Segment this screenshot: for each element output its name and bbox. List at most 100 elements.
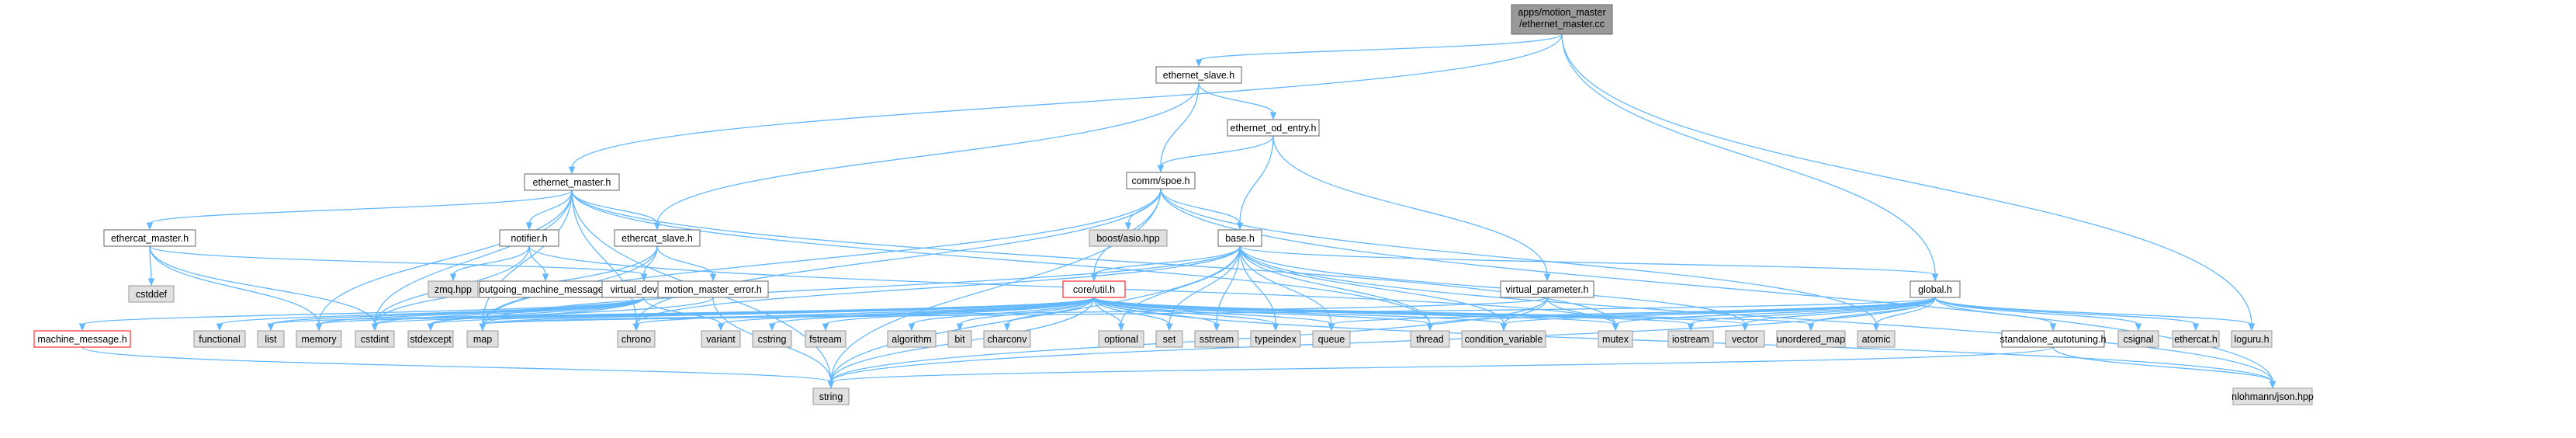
edge-arrowhead <box>542 273 549 282</box>
edge-arrowhead <box>427 323 435 332</box>
node-box <box>617 330 656 348</box>
node-label: core/util.h <box>1073 284 1115 295</box>
node-box <box>701 330 741 348</box>
node-box <box>1312 330 1351 348</box>
node-label: functional <box>199 334 241 345</box>
node-ethernet-master-h[interactable]: ethernet_master.h <box>524 173 620 191</box>
edge-arrowhead <box>267 323 275 332</box>
edge-core_util_h-to-set <box>1093 297 1170 325</box>
node-csignal: csignal <box>2117 330 2159 348</box>
edge-ethernet_slave_h-to-ethernet_od_entry_h <box>1198 82 1274 114</box>
node-label: cstddef <box>136 289 168 300</box>
edge-arrowhead <box>717 323 725 332</box>
node-label: virtual_parameter.h <box>1505 284 1588 295</box>
node-box <box>1227 119 1320 137</box>
node-box <box>1126 172 1196 189</box>
node-box <box>2172 330 2220 348</box>
edge-global_h-to-map <box>482 297 1936 325</box>
node-label: ethercat_master.h <box>111 233 189 244</box>
node-variant: variant <box>701 330 741 348</box>
node-label: sstream <box>1200 334 1234 345</box>
node-label: stdexcept <box>410 334 452 345</box>
node-box <box>296 330 342 348</box>
node-base-h[interactable]: base.h <box>1217 229 1262 247</box>
node-functional: functional <box>193 330 246 348</box>
edge-core_util_h-to-condition_variable <box>1093 297 1504 325</box>
node-outgoing-machine-message-h[interactable]: outgoing_machine_message.h <box>479 280 612 298</box>
edge-arrowhead <box>2135 323 2142 332</box>
edge-arrowhead <box>768 323 776 332</box>
edge-core_util_h-to-thread <box>1093 297 1431 325</box>
edge-core_util_h-to-stdexcept <box>430 297 1095 325</box>
node-optional: optional <box>1098 330 1144 348</box>
node-ethernet-od-entry-h[interactable]: ethernet_od_entry.h <box>1227 119 1320 137</box>
edge-ethernet_master_h-to-mutex <box>571 189 1616 325</box>
node-label: map <box>473 334 492 345</box>
edge-arrowhead <box>1687 323 1695 332</box>
node-label: variant <box>706 334 736 345</box>
node-label: cstdint <box>361 334 390 345</box>
node-label: global.h <box>1918 284 1952 295</box>
node-box <box>1217 229 1262 247</box>
edge-global_h-to-csignal <box>1934 297 2139 325</box>
node-box <box>812 388 850 405</box>
edge-arrowhead <box>640 273 648 282</box>
node-motion-master-error-h[interactable]: motion_master_error.h <box>657 280 769 298</box>
edge-base_h-to-string <box>830 245 1241 383</box>
node-box <box>499 229 559 247</box>
node-global-h[interactable]: global.h <box>1909 280 1961 298</box>
node-box <box>1909 280 1961 298</box>
node-box <box>657 280 769 298</box>
node-label: list <box>265 334 277 345</box>
edge-comm_spoe_h-to-string <box>830 188 1162 383</box>
node-label: ethercat.h <box>2174 334 2218 345</box>
edge-global_h-to-standalone_autotuning_h <box>1934 297 2054 325</box>
node-label: cstring <box>758 334 787 345</box>
node-label: base.h <box>1225 233 1255 244</box>
edge-virtual_parameter_h-to-string <box>830 297 1548 383</box>
edge-arrowhead <box>315 323 323 332</box>
edge-arrowhead <box>78 323 86 332</box>
edge-arrowhead <box>1124 222 1132 231</box>
node-box <box>1725 330 1765 348</box>
node-root[interactable]: apps/motion_master/ethernet_master.cc <box>1511 4 1613 35</box>
edge-global_h-to-loguru_h <box>1934 297 2252 325</box>
edge-arrowhead <box>479 323 486 332</box>
node-label: queue <box>1318 334 1345 345</box>
edge-motion_master_error_h-to-stdexcept <box>430 297 714 325</box>
node-standalone-autotuning-h[interactable]: standalone_autotuning.h <box>2000 330 2107 348</box>
node-nlohmann-json-hpp: nlohmann/json.hpp <box>2231 388 2314 405</box>
edge-machine_message_h-to-string <box>81 346 832 383</box>
node-ethernet-slave-h[interactable]: ethernet_slave.h <box>1155 66 1242 84</box>
node-box <box>752 330 792 348</box>
node-notifier-h[interactable]: notifier.h <box>499 229 559 247</box>
node-box <box>1155 66 1242 84</box>
node-box <box>103 229 196 247</box>
edge-arrowhead <box>1328 323 1335 332</box>
edge-root-to-loguru_h <box>1561 33 2252 325</box>
node-ethercat-slave-h[interactable]: ethercat_slave.h <box>614 229 701 247</box>
edge-ethernet_master_h-to-ethercat_slave_h <box>571 189 658 224</box>
node-core-util-h[interactable]: core/util.h <box>1062 280 1126 298</box>
node-box <box>887 330 937 348</box>
node-box <box>2231 330 2273 348</box>
edge-arrowhead <box>1500 323 1508 332</box>
edge-global_h-to-ethercat_h <box>1934 297 2197 325</box>
node-virtual-parameter-h[interactable]: virtual_parameter.h <box>1500 280 1594 298</box>
edge-ethercat_master_h-to-cstdint <box>149 245 376 325</box>
edge-comm_spoe_h-to-base_h <box>1160 188 1241 224</box>
node-box <box>428 280 479 298</box>
node-box <box>1667 330 1714 348</box>
edge-arrowhead <box>1543 273 1551 282</box>
edge-arrowhead <box>1872 323 1880 332</box>
edge-ethercat_master_h-to-memory <box>149 245 320 325</box>
edge-arrowhead <box>1213 323 1220 332</box>
node-machine-message-h[interactable]: machine_message.h <box>33 330 131 348</box>
edge-ethernet_od_entry_h-to-base_h <box>1239 135 1274 224</box>
node-box <box>805 330 847 348</box>
edge-global_h-to-atomic <box>1875 297 1936 325</box>
node-label: unordered_map <box>1777 334 1845 345</box>
node-comm-spoe-h[interactable]: comm/spoe.h <box>1126 172 1196 189</box>
edge-virtual_device_h-to-cstdint <box>374 297 645 325</box>
node-ethercat-master-h[interactable]: ethercat_master.h <box>103 229 196 247</box>
